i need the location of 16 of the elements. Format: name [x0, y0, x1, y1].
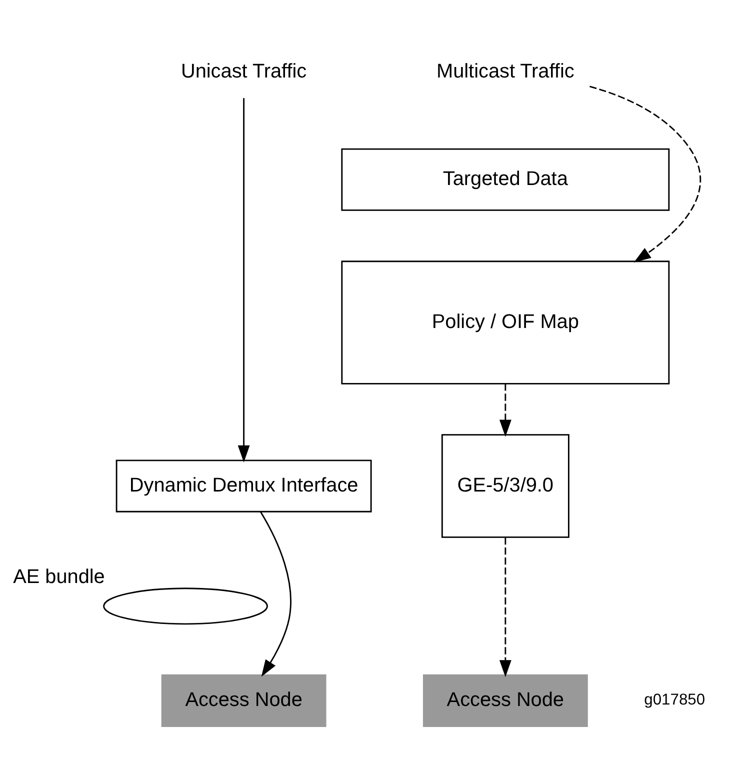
arrow [499, 538, 512, 678]
node-box: Access Node [161, 674, 326, 728]
node-box: Policy / OIF Map [341, 260, 670, 384]
node-box: Access Node [422, 674, 588, 728]
node-label: AE bundle [13, 566, 105, 588]
node-text: Unicast Traffic [180, 60, 307, 83]
node-box: Targeted Data [341, 148, 670, 211]
arrow [499, 384, 512, 437]
node-box: Dynamic Demux Interface [116, 460, 372, 512]
arrow [238, 98, 250, 462]
node-text: Multicast Traffic [436, 60, 574, 83]
arrow [590, 86, 701, 262]
arrow [260, 512, 292, 677]
node-box: GE-5/3/9.0 [441, 434, 570, 538]
node-ellipse [103, 588, 268, 625]
label: g017850 [644, 692, 706, 709]
